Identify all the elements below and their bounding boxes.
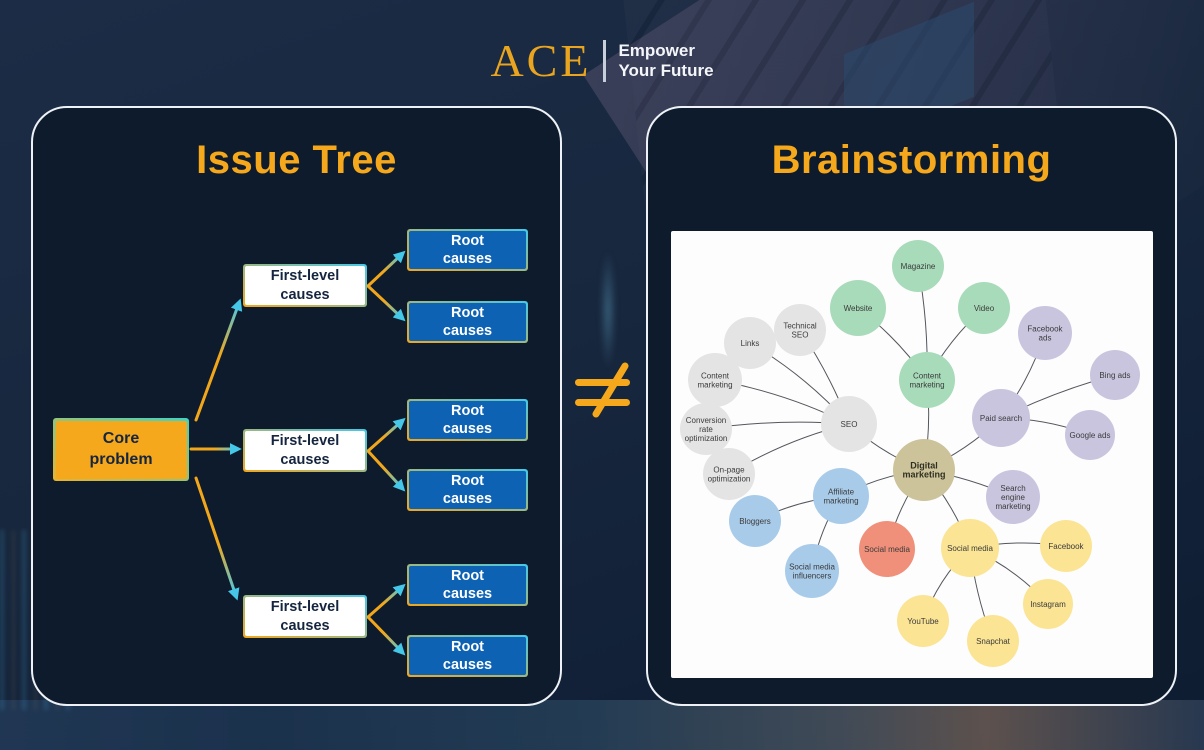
mindmap-node-bloggers: Bloggers [729, 495, 781, 547]
mindmap-node-paid-search: Paid search [972, 389, 1030, 447]
mindmap-node-magazine: Magazine [892, 240, 944, 292]
mindmap-node-youtube: YouTube [897, 595, 949, 647]
root-causes-box-6: Root causes [407, 635, 528, 677]
svg-text:YouTube: YouTube [907, 617, 939, 626]
svg-text:Video: Video [974, 304, 995, 313]
mindmap-node-seo: SEO [821, 396, 877, 452]
logo-tagline: Empower Your Future [618, 41, 713, 82]
brainstorming-title: Brainstorming [771, 138, 1052, 182]
svg-text:Links: Links [741, 339, 760, 348]
core-problem-label: Core problem [89, 429, 153, 468]
svg-text:Paid search: Paid search [980, 414, 1022, 423]
root-causes-box-1: Root causes [407, 229, 528, 271]
svg-text:SEO: SEO [841, 420, 858, 429]
first-level-label-3: First-level causes [270, 599, 340, 634]
root-causes-label-4: Root causes [442, 472, 493, 507]
mindmap-node-facebook: Facebook [1040, 520, 1092, 572]
mindmap-node-social-media-ads: Social media [859, 521, 915, 577]
logo-divider [603, 40, 607, 82]
mindmap-node-website: Website [830, 280, 886, 336]
core-problem-box: Core problem [53, 418, 189, 481]
svg-text:Instagram: Instagram [1030, 600, 1066, 609]
root-causes-label-5: Root causes [442, 567, 493, 602]
root-causes-label-3: Root causes [442, 402, 493, 437]
mindmap-node-instagram: Instagram [1023, 579, 1073, 629]
logo-tagline-line1: Empower [618, 40, 695, 60]
logo-tagline-line2: Your Future [618, 61, 714, 80]
root-causes-label-2: Root causes [442, 304, 493, 339]
root-causes-box-3: Root causes [407, 399, 528, 441]
not-equal-icon [575, 362, 630, 418]
mindmap-node-video: Video [958, 282, 1010, 334]
root-causes-label-6: Root causes [442, 638, 493, 673]
first-level-box-3: First-level causes [243, 595, 367, 638]
root-causes-box-5: Root causes [407, 564, 528, 606]
root-causes-box-2: Root causes [407, 301, 528, 343]
background-light-streak [600, 250, 616, 370]
root-causes-box-4: Root causes [407, 469, 528, 511]
mindmap-node-google-ads: Google ads [1065, 410, 1115, 460]
background-water [0, 700, 1204, 750]
svg-text:Facebook: Facebook [1048, 542, 1084, 551]
logo: ACE Empower Your Future [0, 38, 1204, 84]
mindmap-node-links: Links [724, 317, 776, 369]
first-level-label-2: First-level causes [270, 433, 340, 468]
svg-text:Google ads: Google ads [1070, 431, 1111, 440]
mindmap-node-snapchat: Snapchat [967, 615, 1019, 667]
svg-text:Social media: Social media [947, 544, 993, 553]
mindmap-node-social-media: Social media [941, 519, 999, 577]
first-level-box-1: First-level causes [243, 264, 367, 307]
svg-text:Website: Website [844, 304, 873, 313]
first-level-box-2: First-level causes [243, 429, 367, 472]
root-causes-label-1: Root causes [442, 232, 493, 267]
issue-tree-title: Issue Tree [196, 138, 397, 182]
svg-text:Bloggers: Bloggers [739, 517, 771, 526]
svg-text:Magazine: Magazine [901, 262, 936, 271]
logo-brand-text: ACE [490, 35, 592, 86]
svg-text:Bing ads: Bing ads [1099, 371, 1130, 380]
first-level-label-1: First-level causes [270, 268, 340, 303]
mindmap-node-bing-ads: Bing ads [1090, 350, 1140, 400]
svg-text:Social media: Social media [864, 545, 910, 554]
svg-text:Snapchat: Snapchat [976, 637, 1011, 646]
